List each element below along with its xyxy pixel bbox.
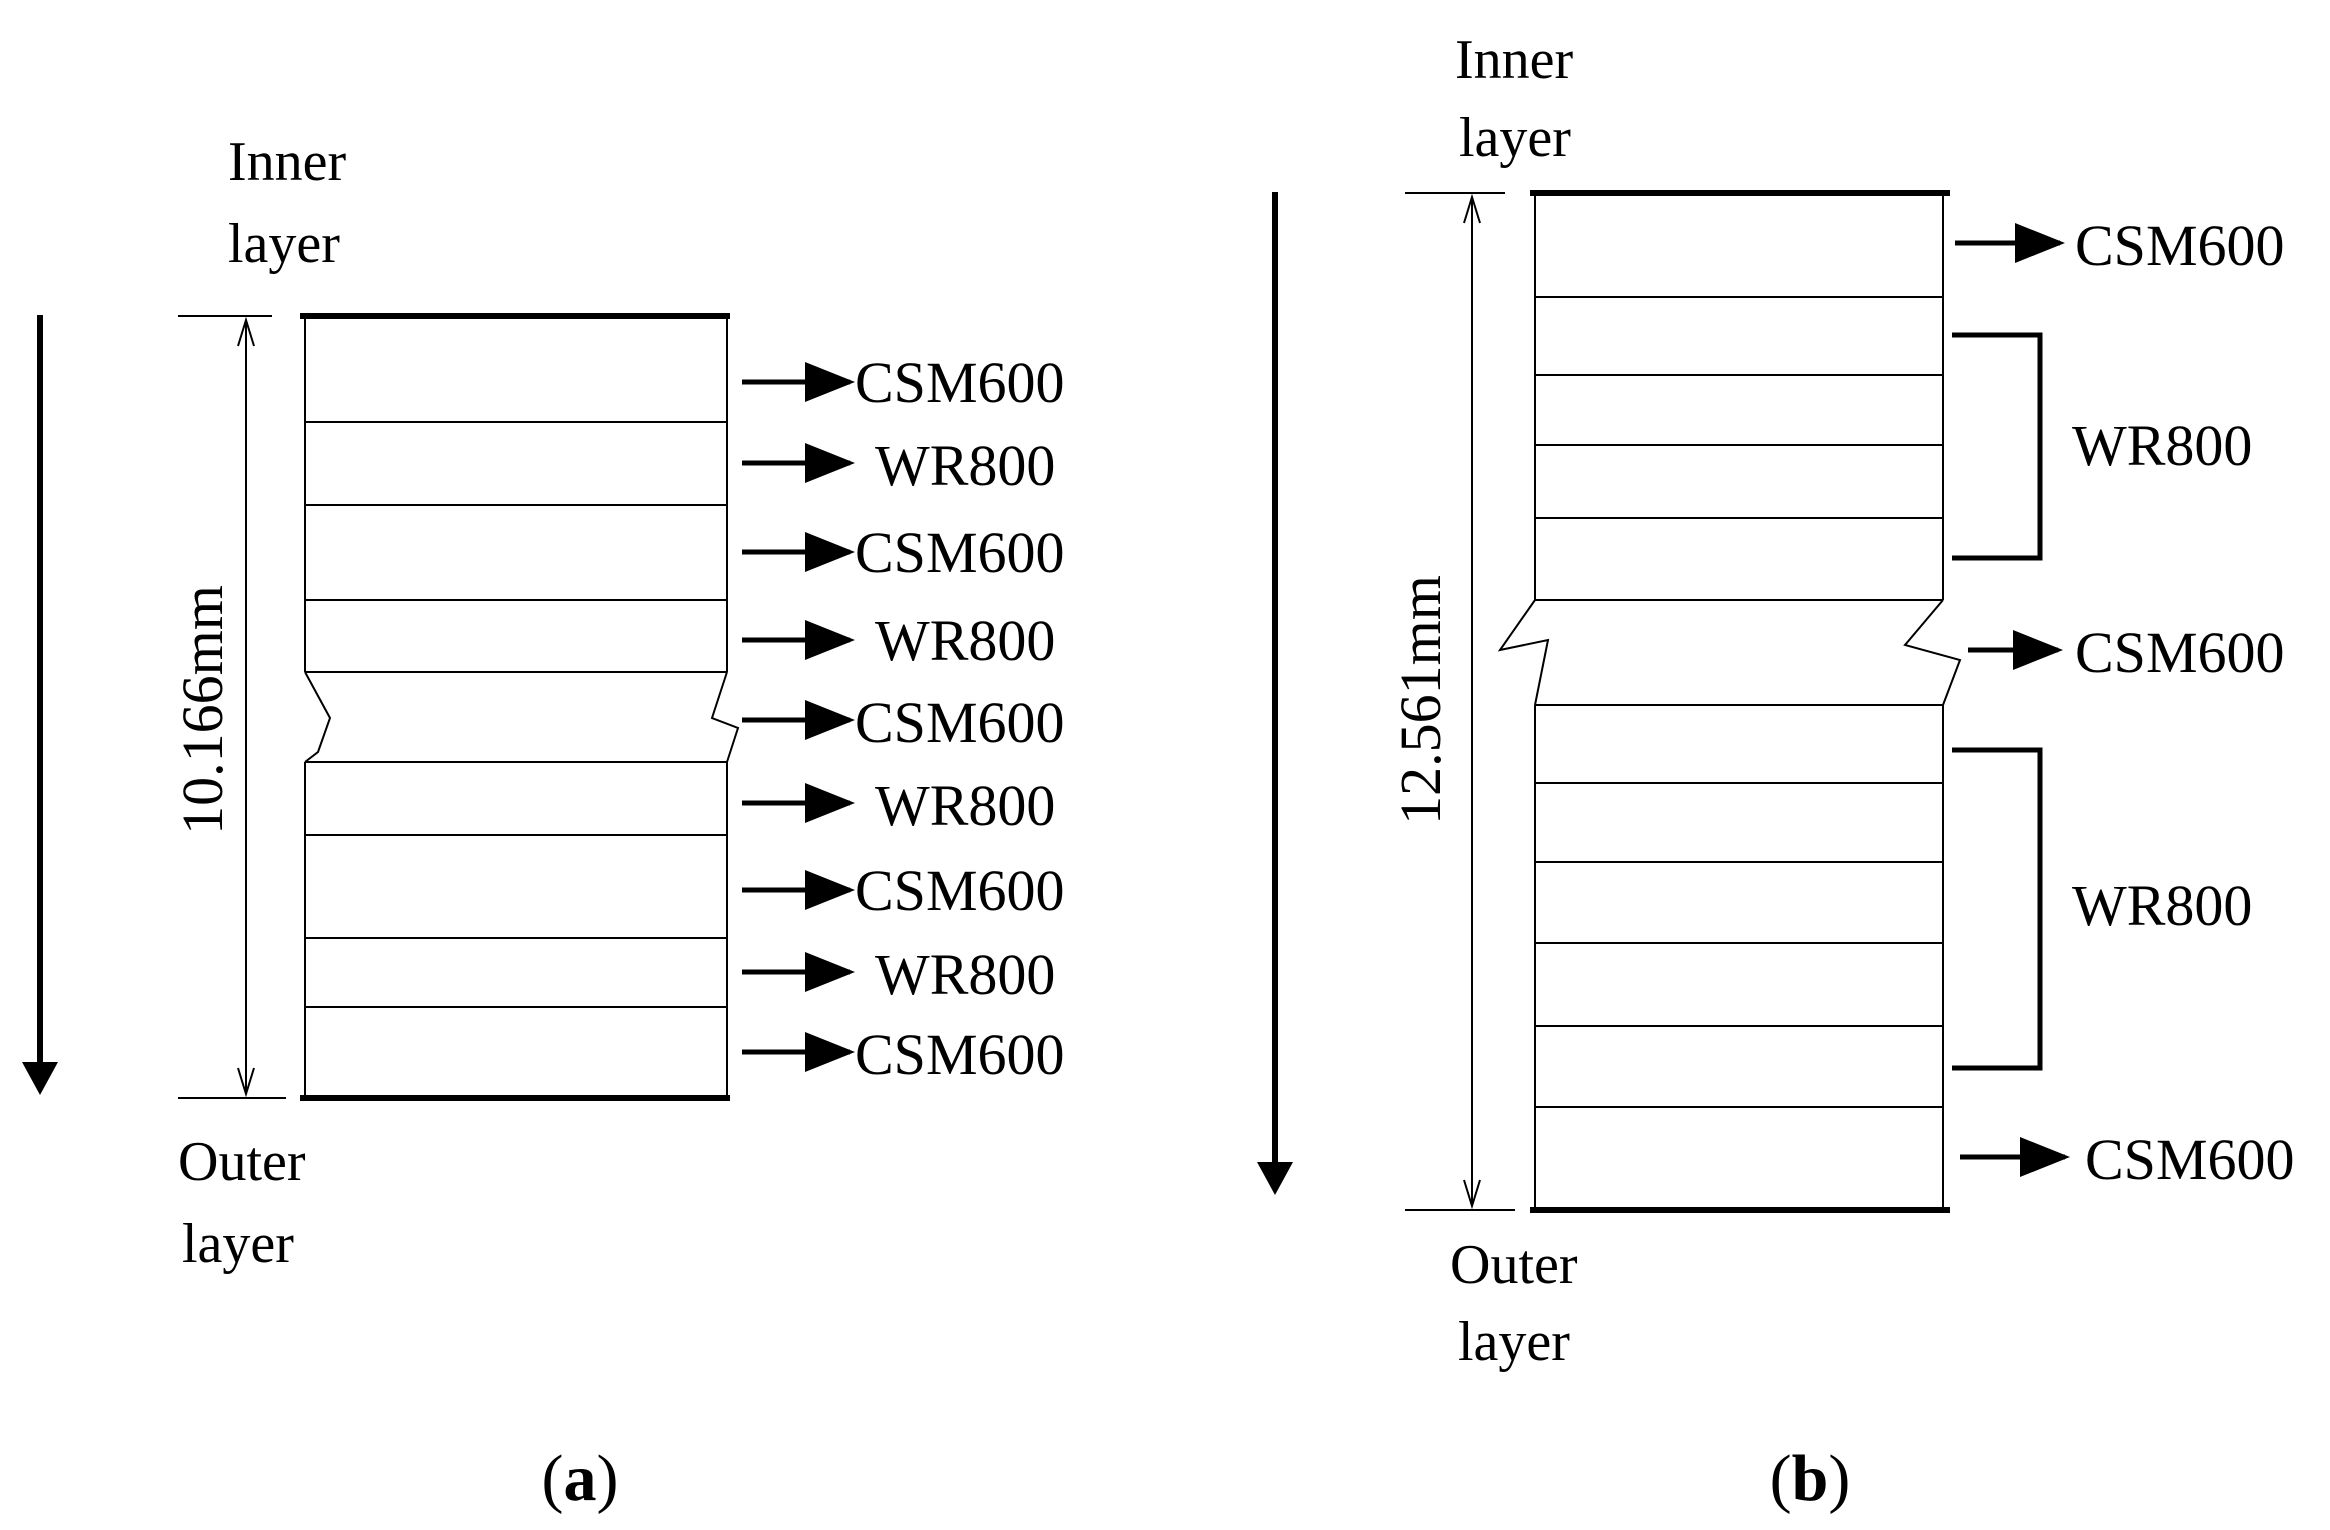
panel-a-inner-label-line2: layer — [228, 213, 340, 275]
panel-b-laminate-stack — [1497, 190, 1962, 1213]
panel-b-layer-label: WR800 — [2072, 413, 2252, 478]
panel-a-layer-6: WR800 — [742, 773, 1055, 838]
panel-b-layer-label: WR800 — [2072, 873, 2252, 938]
panel-a-layer-label: WR800 — [875, 608, 1055, 673]
panel-b-layer-group-4: WR800 — [1952, 747, 2252, 1071]
panel-a-layer-label: WR800 — [875, 942, 1055, 1007]
panel-b-inner-label-line2: layer — [1459, 107, 1571, 169]
panel-b-layer-group-3: CSM600 — [1968, 620, 2285, 685]
panel-b-layer-label: CSM600 — [2075, 213, 2285, 278]
panel-b-inner-label-line1: Inner — [1455, 29, 1574, 91]
panel-a-thickness-label: 10.166mm — [170, 585, 235, 835]
panel-b-layer-label: CSM600 — [2085, 1127, 2295, 1192]
panel-a-layer-2: WR800 — [742, 433, 1055, 498]
panel-a: Inner layer Outer layer 10.166mm — [22, 131, 1065, 1515]
panel-a-layer-label: CSM600 — [855, 350, 1065, 415]
panel-a-layer-label: CSM600 — [855, 1022, 1065, 1087]
panel-b: Inner layer Outer layer 12.561mm — [1257, 29, 2295, 1515]
panel-b-layer-label: CSM600 — [2075, 620, 2285, 685]
panel-b-caption: (b) — [1770, 1442, 1851, 1515]
panel-a-layer-label: CSM600 — [855, 858, 1065, 923]
panel-a-layer-label: CSM600 — [855, 690, 1065, 755]
panel-a-dimension: 10.166mm — [170, 315, 286, 1099]
panel-b-direction-arrow — [1257, 192, 1293, 1195]
panel-a-layer-1: CSM600 — [742, 350, 1065, 415]
panel-a-inner-label-line1: Inner — [228, 131, 347, 193]
panel-a-layer-label: WR800 — [875, 773, 1055, 838]
panel-a-layer-5: CSM600 — [742, 690, 1065, 755]
panel-a-caption: (a) — [542, 1442, 619, 1515]
panel-b-layer-group-1: CSM600 — [1955, 213, 2285, 278]
panel-a-layer-label: WR800 — [875, 433, 1055, 498]
panel-b-outer-label-line2: layer — [1458, 1311, 1570, 1373]
panel-b-layer-group-5: CSM600 — [1960, 1127, 2295, 1192]
panel-a-layer-8: WR800 — [742, 942, 1055, 1007]
panel-b-thickness-label: 12.561mm — [1388, 575, 1453, 825]
panel-a-layer-4: WR800 — [742, 608, 1055, 673]
panel-a-outer-label-line1: Outer — [178, 1131, 306, 1193]
panel-a-layer-3: CSM600 — [742, 520, 1065, 585]
panel-a-layer-9: CSM600 — [742, 1022, 1065, 1087]
panel-a-outer-label-line2: layer — [182, 1213, 294, 1275]
panel-b-layer-group-2: WR800 — [1952, 332, 2252, 561]
panel-a-layer-label: CSM600 — [855, 520, 1065, 585]
panel-b-dimension: 12.561mm — [1388, 192, 1515, 1211]
panel-a-laminate-stack — [300, 313, 740, 1101]
panel-b-outer-label-line1: Outer — [1450, 1234, 1578, 1296]
panel-a-layer-7: CSM600 — [742, 858, 1065, 923]
panel-a-direction-arrow — [22, 315, 58, 1095]
